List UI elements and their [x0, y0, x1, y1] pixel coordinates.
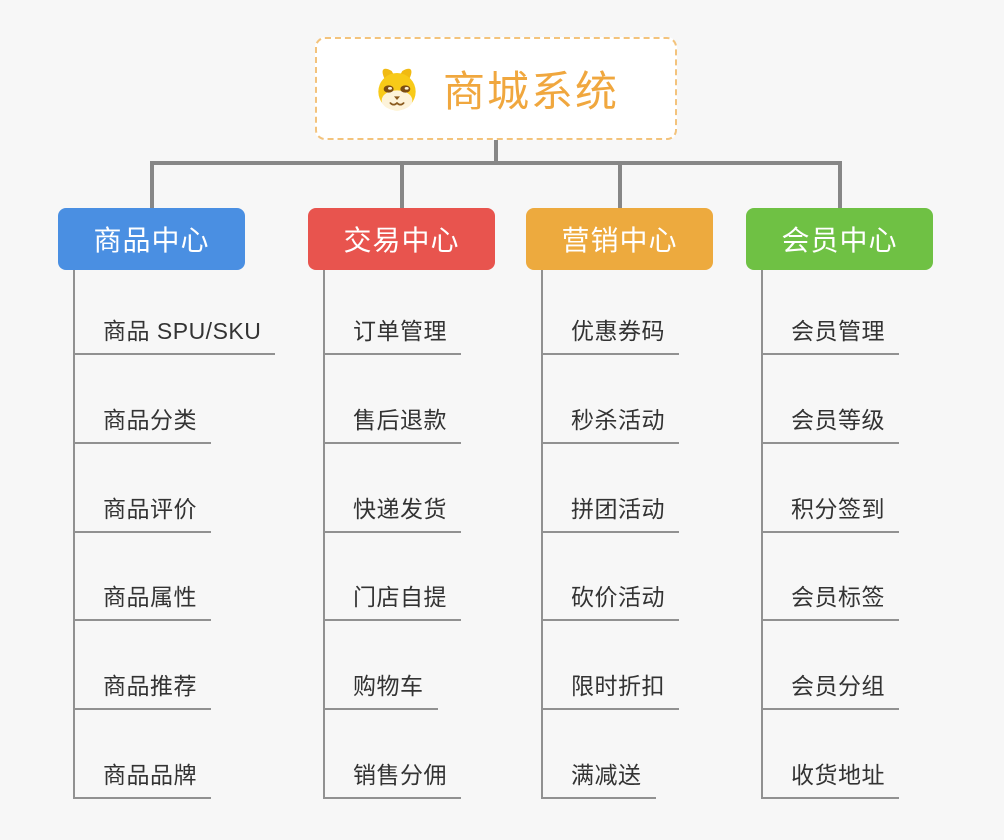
- leaf-label: 购物车: [323, 667, 438, 711]
- column-marketing-items: 优惠券码 秒杀活动 拼团活动 砍价活动 限时折扣 满减送: [541, 266, 679, 799]
- leaf-item[interactable]: 拼团活动: [541, 444, 679, 533]
- leaf-item[interactable]: 秒杀活动: [541, 355, 679, 444]
- leaf-label: 商品评价: [73, 490, 211, 533]
- connector-root-stem: [493, 140, 498, 165]
- branch-label: 商品中心: [93, 225, 210, 256]
- leaf-label: 售后退款: [323, 401, 461, 444]
- leaf-item[interactable]: 满减送: [541, 710, 679, 799]
- leaf-label: 积分签到: [761, 490, 899, 533]
- leaf-label: 门店自提: [323, 578, 461, 622]
- column-member-items: 会员管理 会员等级 积分签到 会员标签 会员分组 收货地址: [761, 266, 899, 799]
- leaf-label: 秒杀活动: [541, 401, 679, 444]
- connector-horizontal-bar: [149, 161, 842, 165]
- leaf-item[interactable]: 商品品牌: [73, 710, 275, 799]
- leaf-label: 快递发货: [323, 490, 461, 533]
- leaf-item[interactable]: 优惠券码: [541, 266, 679, 355]
- leaf-label: 收货地址: [761, 756, 899, 799]
- leaf-item[interactable]: 砍价活动: [541, 533, 679, 622]
- leaf-item[interactable]: 售后退款: [323, 355, 461, 444]
- leaf-label: 商品品牌: [73, 756, 211, 799]
- column-trade-items: 订单管理 售后退款 快递发货 门店自提 购物车 销售分佣: [323, 266, 461, 799]
- leaf-item[interactable]: 限时折扣: [541, 621, 679, 711]
- leaf-item[interactable]: 购物车: [323, 621, 461, 711]
- leaf-label: 限时折扣: [541, 667, 679, 711]
- column-product-items: 商品 SPU/SKU 商品分类 商品评价 商品属性 商品推荐 商品品牌: [73, 266, 276, 799]
- branch-product-center[interactable]: 商品中心: [58, 208, 245, 270]
- leaf-item[interactable]: 销售分佣: [323, 710, 461, 799]
- leaf-label: 商品 SPU/SKU: [73, 312, 276, 355]
- connector-drop-member: [837, 161, 842, 208]
- leaf-item[interactable]: 会员标签: [761, 533, 899, 622]
- leaf-item[interactable]: 商品评价: [73, 444, 275, 533]
- connector-drop-marketing: [617, 161, 622, 208]
- leaf-item[interactable]: 门店自提: [323, 533, 461, 622]
- leaf-label: 商品属性: [73, 578, 211, 622]
- branch-label: 营销中心: [561, 225, 678, 256]
- leaf-label: 会员等级: [761, 401, 899, 444]
- leaf-label: 销售分佣: [323, 756, 461, 799]
- leaf-item[interactable]: 商品 SPU/SKU: [73, 266, 276, 355]
- branch-member-center[interactable]: 会员中心: [746, 208, 933, 270]
- branch-label: 交易中心: [343, 225, 460, 256]
- branch-marketing-center[interactable]: 营销中心: [526, 208, 713, 270]
- leaf-item[interactable]: 会员分组: [761, 621, 899, 711]
- column-spine-product: [73, 270, 75, 799]
- column-spine-member: [761, 270, 763, 799]
- branch-label: 会员中心: [781, 225, 898, 256]
- leaf-item[interactable]: 商品推荐: [73, 621, 275, 711]
- leaf-label: 优惠券码: [541, 312, 679, 355]
- branch-trade-center[interactable]: 交易中心: [308, 208, 495, 270]
- leaf-item[interactable]: 会员管理: [761, 266, 899, 355]
- dog-face-icon: [378, 68, 416, 110]
- leaf-item[interactable]: 快递发货: [323, 444, 461, 533]
- leaf-label: 商品分类: [73, 401, 211, 444]
- leaf-label: 会员标签: [761, 578, 899, 622]
- leaf-label: 订单管理: [323, 312, 461, 355]
- leaf-item[interactable]: 会员等级: [761, 355, 899, 444]
- root-node-mall-system[interactable]: 商城系统: [315, 37, 677, 140]
- leaf-item[interactable]: 商品分类: [73, 355, 275, 444]
- leaf-label: 会员管理: [761, 312, 899, 355]
- leaf-label: 商品推荐: [73, 667, 211, 711]
- connector-drop-product: [149, 161, 154, 208]
- leaf-label: 拼团活动: [541, 490, 679, 533]
- leaf-item[interactable]: 收货地址: [761, 710, 899, 799]
- leaf-item[interactable]: 商品属性: [73, 533, 275, 622]
- column-spine-trade: [323, 270, 325, 799]
- leaf-label: 满减送: [541, 756, 656, 799]
- leaf-label: 砍价活动: [541, 578, 679, 622]
- leaf-item[interactable]: 订单管理: [323, 266, 461, 355]
- connector-drop-trade: [399, 161, 404, 208]
- leaf-label: 会员分组: [761, 667, 899, 711]
- column-spine-marketing: [541, 270, 543, 799]
- leaf-item[interactable]: 积分签到: [761, 444, 899, 533]
- root-title: 商城系统: [442, 68, 619, 115]
